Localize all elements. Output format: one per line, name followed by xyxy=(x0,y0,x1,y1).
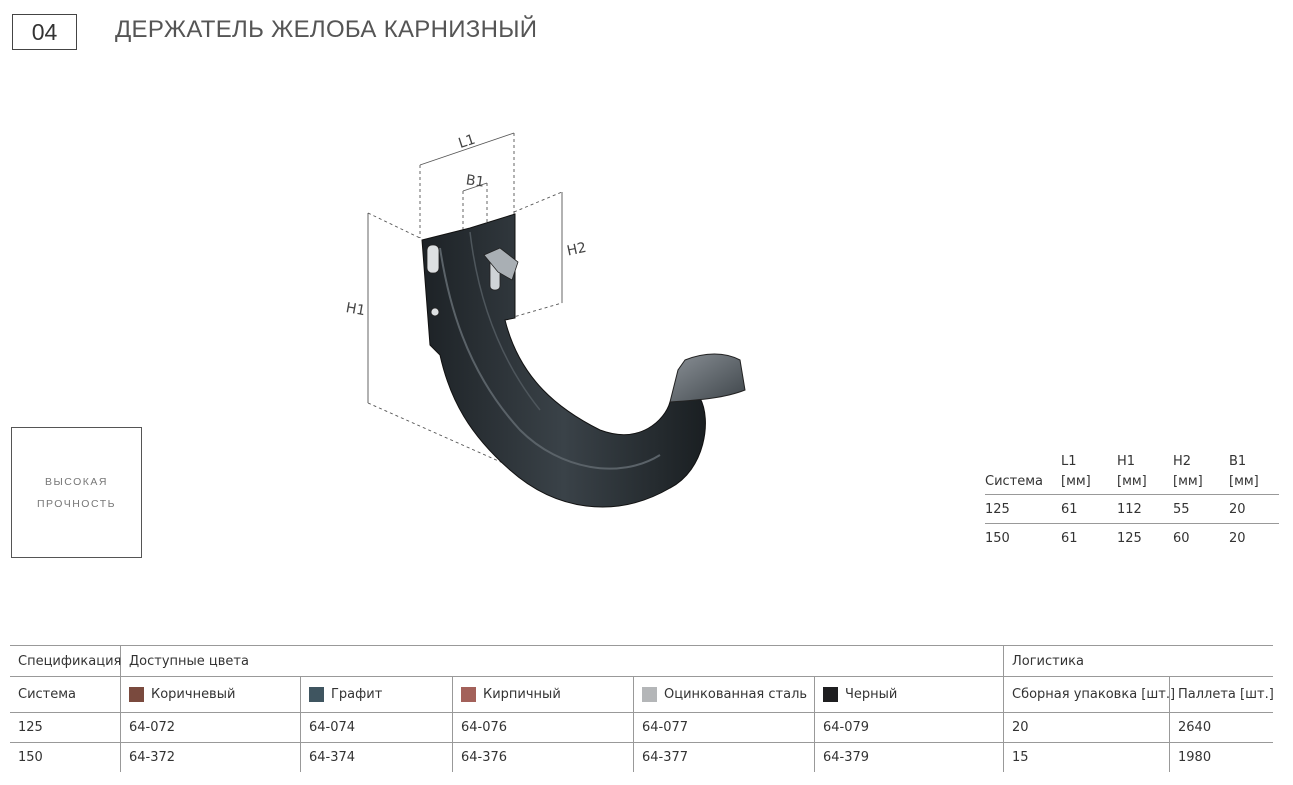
color-name: Кирпичный xyxy=(483,687,561,702)
logistics-label: Логистика xyxy=(1012,653,1084,669)
color-swatch-brick xyxy=(461,687,476,702)
feature-line-1: ВЫСОКАЯ xyxy=(44,475,108,488)
dim-header-h2: H2 [мм] xyxy=(1173,452,1229,492)
dim-l1: 61 xyxy=(1061,530,1078,546)
dim-h1: 112 xyxy=(1117,501,1142,517)
spec-pallet: 2640 xyxy=(1178,720,1212,735)
label-b1: B1 xyxy=(465,172,486,190)
dim-header-system: Система xyxy=(985,474,1044,489)
spec-label: Спецификация xyxy=(10,646,121,676)
spec-header-row: Спецификация Доступные цвета Логистика xyxy=(10,646,1273,677)
system-label: Система xyxy=(10,677,121,712)
dimensions-row: 150 61 125 60 20 xyxy=(985,524,1279,552)
gutter-bracket-illustration: L1 B1 H1 H2 xyxy=(345,132,746,508)
dim-header-unit: [мм] xyxy=(1117,474,1147,489)
dim-header-unit: [мм] xyxy=(1061,474,1091,489)
spec-code: 64-377 xyxy=(634,743,815,772)
color-brick: Кирпичный xyxy=(453,677,634,712)
spec-pack: 20 xyxy=(1004,713,1170,742)
dim-h1: 125 xyxy=(1117,530,1142,546)
color-name: Графит xyxy=(331,687,383,702)
spec-row: 150 64-372 64-374 64-376 64-377 64-379 1… xyxy=(10,743,1273,772)
feature-badge: ВЫСОКАЯ ПРОЧНОСТЬ xyxy=(11,427,142,558)
feature-line-2: ПРОЧНОСТЬ xyxy=(36,497,117,510)
label-h1: H1 xyxy=(345,300,367,319)
spec-system: 125 xyxy=(10,713,121,742)
label-l1: L1 xyxy=(457,132,478,152)
spec-code: 64-379 xyxy=(815,743,1004,772)
spec-system: 150 xyxy=(10,743,121,772)
spec-code: 64-374 xyxy=(301,743,453,772)
dim-header-unit: [мм] xyxy=(1229,474,1259,489)
dim-header-l1-label: L1 xyxy=(1061,454,1077,469)
spec-code: 64-074 xyxy=(301,713,453,742)
spec-code: 64-376 xyxy=(453,743,634,772)
dim-b1: 20 xyxy=(1229,530,1246,546)
specification-table: Спецификация Доступные цвета Логистика С… xyxy=(10,645,1274,772)
spec-code: 64-079 xyxy=(815,713,1004,742)
spec-row: 125 64-072 64-074 64-076 64-077 64-079 2… xyxy=(10,713,1273,743)
color-graphite: Графит xyxy=(301,677,453,712)
dim-header-b1-label: B1 xyxy=(1229,454,1247,469)
color-brown: Коричневый xyxy=(121,677,301,712)
dim-header-b1: B1 [мм] xyxy=(1229,452,1279,492)
spec-code: 64-077 xyxy=(634,713,815,742)
color-swatch-graphite xyxy=(309,687,324,702)
dim-h2: 60 xyxy=(1173,530,1190,546)
dim-system: 125 xyxy=(985,501,1010,517)
color-name: Черный xyxy=(845,687,898,702)
color-name: Оцинкованная сталь xyxy=(664,687,808,702)
dim-header-unit: [мм] xyxy=(1173,474,1203,489)
color-swatch-black xyxy=(823,687,838,702)
dim-header-h1: H1 [мм] xyxy=(1117,452,1173,492)
spec-subheader-row: Система Коричневый Графит Кирпичный Оцин… xyxy=(10,677,1274,713)
dim-b1: 20 xyxy=(1229,501,1246,517)
pack-label: Сборная упаковка [шт.] xyxy=(1004,677,1175,712)
spec-pack: 15 xyxy=(1004,743,1170,772)
dimensions-header-row: Система L1 [мм] H1 [мм] H2 [мм] B1 [мм] xyxy=(985,447,1279,495)
spec-code: 64-072 xyxy=(121,713,301,742)
section-number: 04 xyxy=(12,14,77,50)
colors-label: Доступные цвета xyxy=(121,646,1004,676)
color-black: Черный xyxy=(815,677,1004,712)
dim-system: 150 xyxy=(985,530,1010,546)
dimensions-row: 125 61 112 55 20 xyxy=(985,495,1279,524)
dim-header-h2-label: H2 xyxy=(1173,454,1192,469)
dim-l1: 61 xyxy=(1061,501,1078,517)
dim-header-l1: L1 [мм] xyxy=(1061,452,1117,492)
color-swatch-brown xyxy=(129,687,144,702)
dim-h2: 55 xyxy=(1173,501,1190,517)
dim-header-h1-label: H1 xyxy=(1117,454,1136,469)
color-name: Коричневый xyxy=(151,687,236,702)
pallet-label: Паллета [шт.] xyxy=(1178,687,1274,702)
spec-code: 64-372 xyxy=(121,743,301,772)
spec-code: 64-076 xyxy=(453,713,634,742)
dimensions-table: Система L1 [мм] H1 [мм] H2 [мм] B1 [мм] 125 … xyxy=(985,447,1279,552)
color-galvanized: Оцинкованная сталь xyxy=(634,677,815,712)
label-h2: H2 xyxy=(566,240,588,260)
bracket-shape xyxy=(421,213,746,508)
spec-pallet: 1980 xyxy=(1178,750,1212,765)
color-swatch-galvanized xyxy=(642,687,657,702)
page-title: ДЕРЖАТЕЛЬ ЖЕЛОБА КАРНИЗНЫЙ xyxy=(115,16,538,43)
dimension-lines xyxy=(367,132,563,476)
